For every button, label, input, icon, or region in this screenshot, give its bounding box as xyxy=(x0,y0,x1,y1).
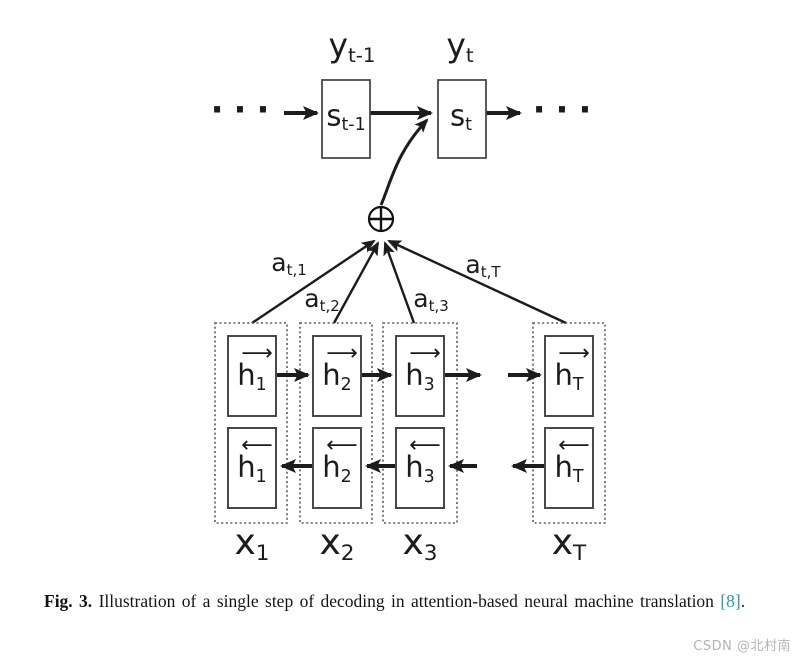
forward-box-1 xyxy=(227,335,277,417)
label-input-xT: xT xyxy=(552,525,587,565)
vector-left-arrow-icon: ⟵ xyxy=(326,433,358,459)
forward-state-hT: ⟶hT xyxy=(548,341,590,401)
label-attention-weight-1: at,1 xyxy=(271,250,307,278)
citation-link[interactable]: [8] xyxy=(720,591,741,611)
attention-line-3 xyxy=(383,241,416,324)
label-y-prev: yt-1 xyxy=(328,28,375,65)
encoder-column-1 xyxy=(214,322,288,524)
forward-h1-text: h1 xyxy=(237,358,267,395)
ellipsis-right: ··· xyxy=(532,90,602,130)
y-prev-sub: t-1 xyxy=(348,43,376,67)
backward-state-hT: ⟵hT xyxy=(548,433,590,493)
label-s-prev: st-1 xyxy=(326,101,365,134)
att-1-sub: t,1 xyxy=(286,261,307,280)
context-vector-curve-arrow xyxy=(379,118,429,206)
label-input-x3: x3 xyxy=(402,525,437,565)
y-curr-main: y xyxy=(446,25,466,65)
label-input-x1: x1 xyxy=(234,525,269,565)
state-box-s-prev xyxy=(321,79,371,159)
backward-hT-text: hT xyxy=(554,450,584,487)
s-prev-main: s xyxy=(326,98,342,133)
vector-right-arrow-icon: ⟶ xyxy=(558,341,590,367)
s-curr-main: s xyxy=(450,98,466,133)
s-curr-sub: t xyxy=(465,115,472,136)
forward-box-T xyxy=(544,335,594,417)
forward-state-h2: ⟶h2 xyxy=(316,341,358,401)
ellipsis-left: ··· xyxy=(210,90,280,130)
encoder-state-boxes xyxy=(227,335,594,509)
backward-box-3 xyxy=(395,427,445,509)
caption-label: Fig. 3. xyxy=(44,591,93,611)
encoder-column-3 xyxy=(382,322,458,524)
csdn-watermark: CSDN @北村南 xyxy=(693,639,791,654)
forward-box-2 xyxy=(312,335,362,417)
decoder-state-boxes xyxy=(321,79,487,159)
vector-left-arrow-icon: ⟵ xyxy=(558,433,590,459)
att-2-main: a xyxy=(304,283,320,313)
sum-node-icon xyxy=(367,205,395,233)
caption-period: . xyxy=(740,591,746,611)
encoder-column-outlines xyxy=(214,322,606,524)
forward-box-3 xyxy=(395,335,445,417)
forward-h2-text: h2 xyxy=(322,358,352,395)
x1-sub: 1 xyxy=(255,541,270,567)
attention-line-T xyxy=(387,239,567,325)
backward-box-1 xyxy=(227,427,277,509)
label-attention-weight-2: at,2 xyxy=(304,286,340,314)
encoder-column-2 xyxy=(299,322,373,524)
att-3-main: a xyxy=(413,283,429,313)
att-T-main: a xyxy=(465,249,481,279)
forward-state-h1: ⟶h1 xyxy=(231,341,273,401)
label-attention-weight-T: at,T xyxy=(465,252,500,280)
x3-sub: 3 xyxy=(423,541,438,567)
label-input-x2: x2 xyxy=(319,525,354,565)
x3-main: x xyxy=(402,522,424,564)
x1-main: x xyxy=(234,522,256,564)
forward-h3-text: h3 xyxy=(405,358,435,395)
attention-line-1 xyxy=(251,239,376,324)
forward-state-h3: ⟶h3 xyxy=(399,341,441,401)
att-3-sub: t,3 xyxy=(428,297,449,316)
s-prev-sub: t-1 xyxy=(341,115,366,136)
vector-right-arrow-icon: ⟶ xyxy=(241,341,273,367)
backward-box-2 xyxy=(312,427,362,509)
backward-h2-text: h2 xyxy=(322,450,352,487)
x2-sub: 2 xyxy=(340,541,355,567)
label-y-curr: yt xyxy=(446,28,473,65)
label-attention-weight-3: at,3 xyxy=(413,286,449,314)
label-s-curr: st xyxy=(450,101,472,134)
vector-right-arrow-icon: ⟶ xyxy=(409,341,441,367)
att-1-main: a xyxy=(271,247,287,277)
backward-h3-text: h3 xyxy=(405,450,435,487)
backward-state-h2: ⟵h2 xyxy=(316,433,358,493)
xT-sub: T xyxy=(573,541,587,567)
encoder-column-T xyxy=(532,322,606,524)
vector-left-arrow-icon: ⟵ xyxy=(409,433,441,459)
forward-hT-text: hT xyxy=(554,358,584,395)
figure-caption: Fig. 3. Illustration of a single step of… xyxy=(44,589,779,614)
backward-h1-text: h1 xyxy=(237,450,267,487)
att-2-sub: t,2 xyxy=(319,297,340,316)
xT-main: x xyxy=(551,522,574,564)
vector-right-arrow-icon: ⟶ xyxy=(326,341,358,367)
attention-lines xyxy=(251,239,567,325)
backward-box-T xyxy=(544,427,594,509)
backward-state-h1: ⟵h1 xyxy=(231,433,273,493)
backward-state-h3: ⟵h3 xyxy=(399,433,441,493)
x2-main: x xyxy=(319,522,341,564)
state-box-s-curr xyxy=(437,79,487,159)
caption-text: Illustration of a single step of decodin… xyxy=(98,591,714,611)
y-prev-main: y xyxy=(328,25,349,65)
attention-line-2 xyxy=(332,241,380,324)
vector-left-arrow-icon: ⟵ xyxy=(241,433,273,459)
att-T-sub: t,T xyxy=(480,263,501,282)
y-curr-sub: t xyxy=(465,43,474,67)
